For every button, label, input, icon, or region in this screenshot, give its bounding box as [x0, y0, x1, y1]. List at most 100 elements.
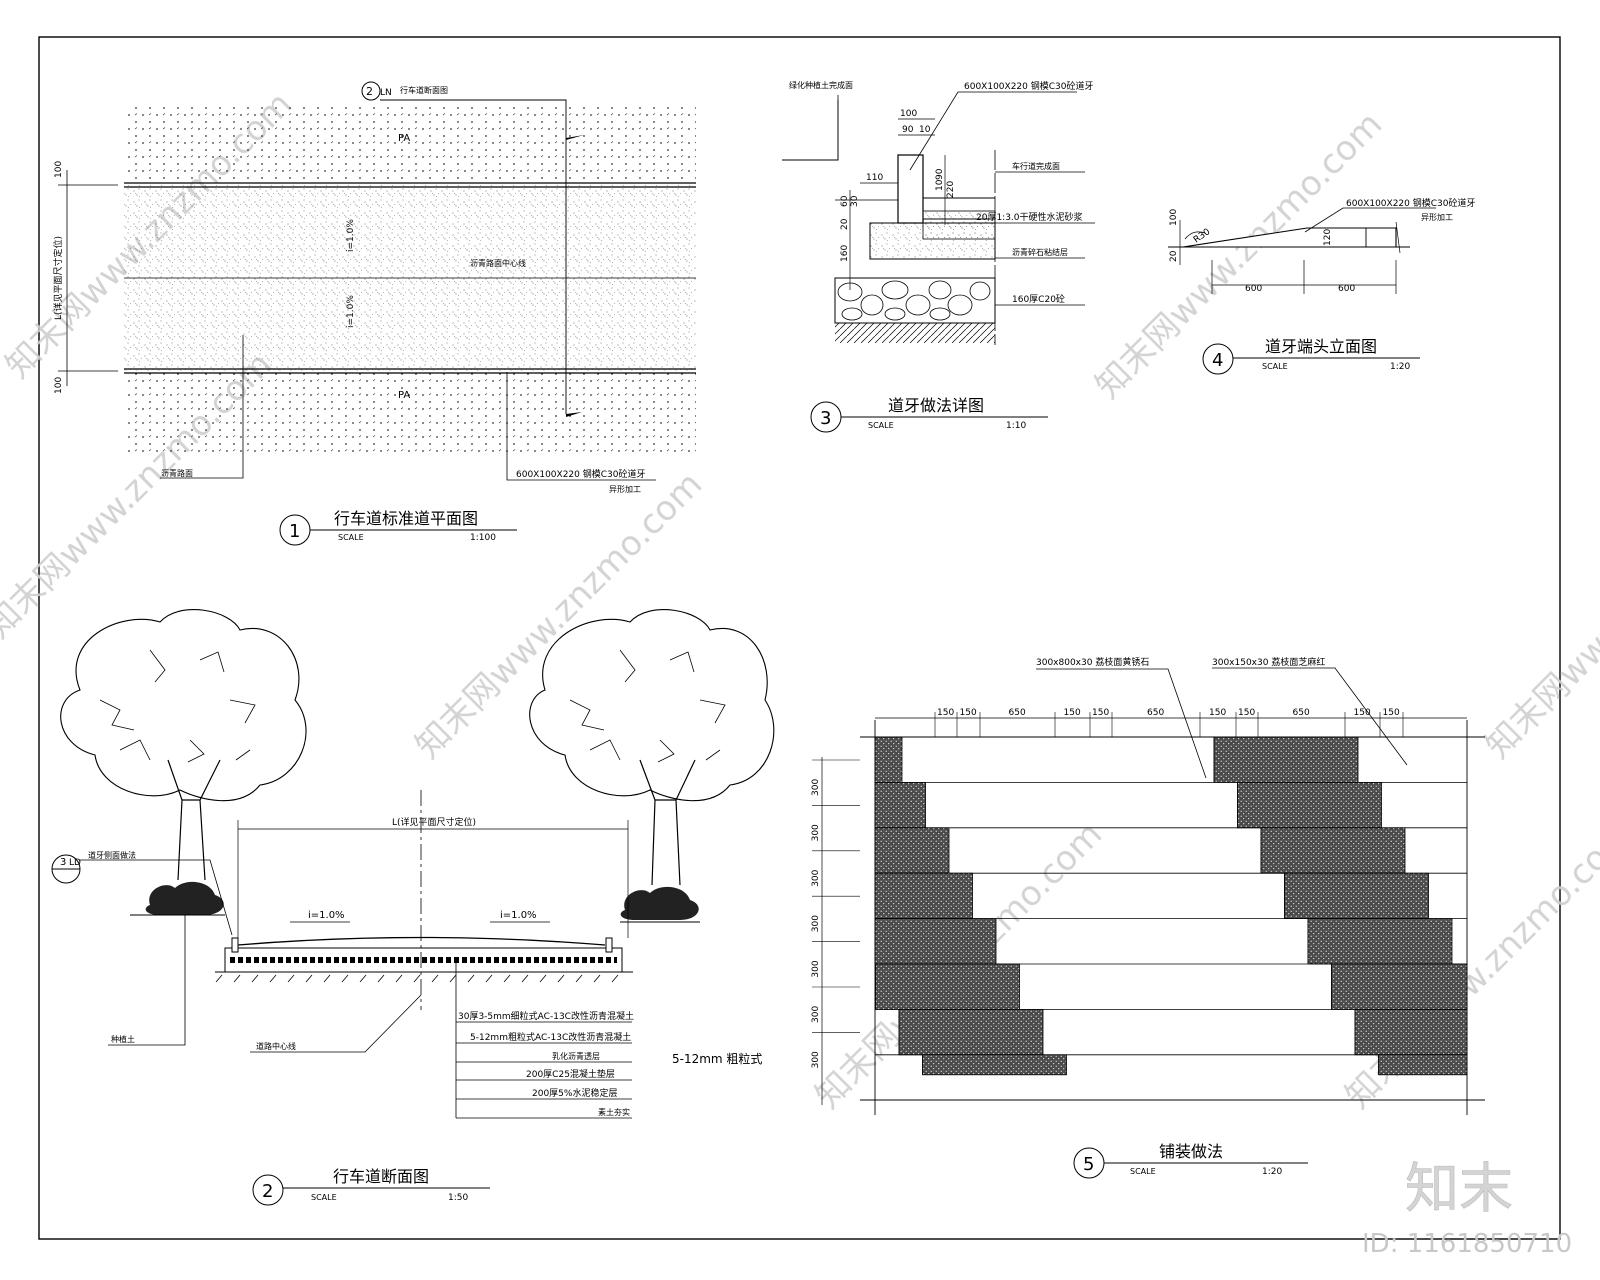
dimension-text: 120	[1323, 229, 1333, 246]
view-number: 1	[289, 521, 300, 542]
layer-label: 素土夯实	[598, 1107, 630, 1117]
dimension-text: 160	[840, 245, 850, 262]
layer-label: 5-12mm粗粒式AC-13C改性沥青混凝土	[470, 1031, 631, 1043]
layer-label: 乳化沥青透层	[552, 1051, 600, 1061]
red-granite-accent-tile	[875, 963, 1020, 1010]
leader-line	[909, 91, 1077, 171]
dimension-text: 90	[902, 125, 914, 135]
section-cut-arrow	[566, 135, 584, 140]
note-mortar: 20厚1:3.0干硬性水泥砂浆	[976, 211, 1083, 223]
planting-strip-bottom	[124, 373, 696, 453]
detail-ref-number: 3	[60, 857, 66, 868]
curb-stone	[897, 154, 924, 224]
view-title: 行车道断面图	[333, 1167, 429, 1186]
section-cut-line	[380, 99, 567, 414]
curb-right	[605, 937, 613, 953]
red-granite-accent-tile	[1284, 872, 1429, 920]
curb-break	[1395, 221, 1401, 254]
scale-value: 1:50	[448, 1193, 468, 1203]
tree-trunk	[167, 759, 221, 881]
view-number: 5	[1083, 1154, 1094, 1175]
leader-line	[80, 859, 233, 936]
view-number: 2	[262, 1181, 273, 1202]
curb-note-secondary: 异形加工	[1421, 212, 1453, 222]
paving-top-dimension: 150	[1064, 708, 1081, 718]
paving-top-dimension: 150	[1209, 708, 1226, 718]
paving-top-dimension: 150	[1238, 708, 1255, 718]
concrete-haunch	[869, 222, 996, 260]
scale-value: 1:10	[1006, 421, 1026, 431]
view-number: 3	[820, 408, 831, 429]
note-base: 160厚C20砼	[1012, 293, 1065, 305]
view-title: 道牙端头立面图	[1265, 337, 1377, 356]
section-ref-number: 2	[366, 85, 373, 98]
view-2-road-section: L(详见平面尺寸定位) i=1.0% i=1.0% 3 LD 道牙侧面做法 种植…	[51, 609, 775, 1206]
dimension-text: 10	[935, 179, 945, 191]
slope-left: i=1.0%	[308, 910, 345, 921]
red-note: 300x150x30 荔枝面芝麻红	[1212, 656, 1325, 668]
slope-right: i=1.0%	[500, 910, 537, 921]
curb-note-secondary: 异形加工	[609, 484, 641, 494]
watermark-text: 知末网www.znzmo.com	[1478, 464, 1600, 766]
red-granite-accent-tile	[1213, 736, 1359, 783]
dimension-text: 90	[935, 168, 945, 180]
layer-label: 200厚C25混凝土垫层	[526, 1068, 615, 1080]
tree-canopy	[60, 609, 307, 802]
leader-line	[1036, 668, 1207, 779]
leader-line	[1304, 207, 1436, 233]
red-granite-accent-tile	[1331, 963, 1468, 1010]
red-granite-accent-tile	[874, 918, 997, 965]
paving-top-dimension: 650	[1009, 708, 1026, 718]
dimension-text: 10	[919, 125, 931, 135]
red-granite-accent-tile	[898, 1009, 1044, 1056]
watermark-logo: 知末	[1405, 1157, 1513, 1220]
red-granite-accent-tile	[1260, 827, 1406, 874]
red-granite-accent-tile	[874, 827, 950, 874]
dimension-text: 60	[840, 195, 850, 207]
detail-ref-sheet: LD	[69, 858, 81, 868]
note-asphalt: 沥青碎石粘结层	[1012, 247, 1068, 257]
drawing-border	[38, 36, 1561, 1240]
road-subgrade-hatch	[215, 974, 619, 983]
end-curve	[1184, 231, 1206, 240]
dimension-width-text: L(详见平面尺寸定位)	[52, 236, 64, 320]
shrub	[620, 886, 699, 920]
section-cut-arrow	[566, 412, 582, 417]
planting-finish-line	[782, 100, 839, 161]
tree-canopy-detail	[569, 649, 726, 763]
scale-value: 1:20	[1262, 1167, 1282, 1177]
leader-line	[160, 335, 244, 479]
detail-ref-note: 道牙侧面做法	[88, 850, 136, 860]
view-title: 行车道标准道平面图	[334, 509, 478, 528]
centerline-note: 沥青路面中心线	[470, 258, 526, 268]
view-number-circle	[1202, 343, 1234, 375]
view-title: 道牙做法详图	[888, 396, 984, 415]
tree-canopy	[529, 609, 775, 802]
dimension-text: 110	[866, 173, 883, 183]
view-number-circle	[252, 1174, 284, 1206]
planting-strip-top	[124, 103, 696, 183]
red-granite-accent-tile	[1237, 782, 1382, 829]
watermark-text: 知末网www.znzmo.com	[1088, 104, 1390, 406]
scale-label: SCALE	[338, 533, 364, 542]
paving-top-dimension: 650	[1147, 708, 1164, 718]
paving-row-dimension: 300	[811, 960, 821, 977]
curb-end-profile	[1182, 227, 1397, 248]
leader-line	[1212, 667, 1408, 766]
red-granite-accent-tile	[1354, 1009, 1468, 1056]
slope-label: i=1.0%	[346, 219, 356, 252]
leader-line	[250, 994, 422, 1053]
dimension-text: 100	[54, 377, 64, 394]
view-3-curb-detail: 绿化种植土完成面 100 90 10 110 60 30 20 160	[782, 80, 1095, 433]
section-ref-note: 行车道断面图	[400, 85, 448, 95]
dimension-text: 220	[946, 181, 956, 198]
tree-elevation-right	[529, 609, 775, 920]
gravel-stones	[837, 280, 991, 321]
section-ref-symbol	[361, 81, 381, 101]
note-road: 车行道完成面	[1012, 161, 1060, 171]
asphalt-note: 沥青路面	[161, 468, 193, 478]
dimension-text: 20	[1169, 250, 1179, 262]
